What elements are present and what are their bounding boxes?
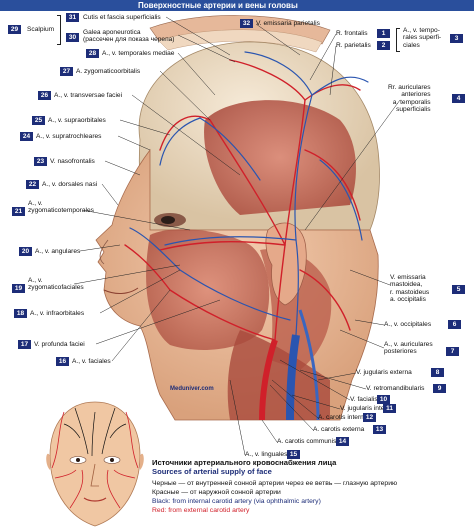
label-text: V. emissaria parietalis xyxy=(256,20,320,27)
label-number: 3 xyxy=(450,34,463,43)
label-text: A. carotis externa xyxy=(313,426,365,433)
label-number: 26 xyxy=(38,91,51,100)
label-text: A., v. supraorbitales xyxy=(48,117,106,124)
temporal-brace xyxy=(396,28,400,52)
label-text: A., v. supratrochleares xyxy=(36,133,102,140)
label-text: Scalpium xyxy=(27,26,55,33)
label-number: 18 xyxy=(14,309,27,318)
label-number: 16 xyxy=(56,357,69,366)
label-number: 6 xyxy=(448,320,461,329)
figure-title: Поверхностные артерии и вены головы xyxy=(0,0,474,11)
label-number: 11 xyxy=(383,404,396,413)
label-number: 13 xyxy=(373,425,386,434)
label-text: Rr. auriculares anteriores a. temporalis… xyxy=(388,84,431,114)
label-number: 9 xyxy=(433,384,446,393)
label-number: 15 xyxy=(287,450,300,459)
caption-line-black-ru: Черные — от внутренней сонной артерии че… xyxy=(152,480,398,487)
label-text: A., v. infraorbitales xyxy=(30,310,85,317)
label-text: A., v. zygomaticofaciales xyxy=(28,277,84,292)
label-text: V. emissaria mastoidea, r. mastoideus a.… xyxy=(390,274,430,304)
label-number: 32 xyxy=(240,19,253,28)
label-number: 22 xyxy=(26,180,39,189)
label-text: V. jugularis externa xyxy=(356,369,412,376)
caption-line-red-ru: Красные — от наружной сонной артерии xyxy=(152,489,281,496)
label-number: 2 xyxy=(377,41,390,50)
label-number: 27 xyxy=(60,67,73,76)
label-text: Cutis et fascia superficialis xyxy=(83,14,161,21)
label-number: 25 xyxy=(32,116,45,125)
caption-title-en: Sources of arterial supply of face xyxy=(152,467,272,476)
label-number: 4 xyxy=(452,94,465,103)
label-text: Galea aponeurotica (рассечен для показа … xyxy=(83,29,175,44)
label-number: 10 xyxy=(377,395,390,404)
label-number: 28 xyxy=(86,49,99,58)
label-text: V. nasofrontalis xyxy=(50,158,95,165)
label-text: A., v. tempo- rales superfi- ciales xyxy=(403,27,442,49)
label-text: A. carotis communis xyxy=(277,438,337,445)
label-number: 29 xyxy=(8,25,21,34)
label-text: R. parietalis xyxy=(336,42,371,49)
label-text: A., v. dorsales nasi xyxy=(42,181,98,188)
face-inset xyxy=(46,401,144,527)
label-number: 12 xyxy=(363,413,376,422)
label-number: 5 xyxy=(452,285,465,294)
label-text: A. zygomaticoorbitalis xyxy=(76,68,141,75)
label-text: A., v. angulares xyxy=(35,248,81,255)
caption-block: Источники артериального кровоснабжения л… xyxy=(152,458,472,515)
label-number: 19 xyxy=(12,284,25,293)
caption-title-ru: Источники артериального кровоснабжения л… xyxy=(152,458,337,467)
label-text: R. frontalis xyxy=(336,30,368,37)
label-number: 24 xyxy=(20,132,33,141)
label-number: 7 xyxy=(446,347,459,356)
label-text: A., v. linguales xyxy=(245,451,288,458)
caption-line-red-en: Red: from external carotid artery xyxy=(152,507,250,514)
label-text: V. profunda faciei xyxy=(34,341,85,348)
scalpium-brace xyxy=(57,15,61,45)
label-number: 17 xyxy=(18,340,31,349)
label-text: V. retromandibularis xyxy=(366,385,425,392)
label-text: A., v. zygomaticotemporales xyxy=(28,200,94,215)
label-number: 30 xyxy=(66,33,79,42)
label-number: 14 xyxy=(336,437,349,446)
label-number: 31 xyxy=(66,13,79,22)
label-text: A., v. occipitales xyxy=(384,321,432,328)
watermark: Meduniver.com xyxy=(170,386,214,392)
carotid-communis xyxy=(259,339,278,421)
label-text: V. facialis xyxy=(350,396,378,403)
caption-line-black-en: Black: from internal carotid artery (via… xyxy=(152,498,321,505)
label-number: 21 xyxy=(12,207,25,216)
label-number: 1 xyxy=(377,29,390,38)
label-number: 20 xyxy=(19,247,32,256)
label-text: A., v. faciales xyxy=(72,358,111,365)
label-number: 8 xyxy=(431,368,444,377)
label-text: A., v. transversae faciei xyxy=(54,92,123,99)
label-text: A., v. auriculares posteriores xyxy=(384,341,433,356)
label-text: A., v. temporales mediae xyxy=(102,50,175,57)
label-number: 23 xyxy=(34,157,47,166)
label-text: V. jugularis interna xyxy=(340,405,395,412)
label-text: A. carotis interna xyxy=(318,414,368,421)
